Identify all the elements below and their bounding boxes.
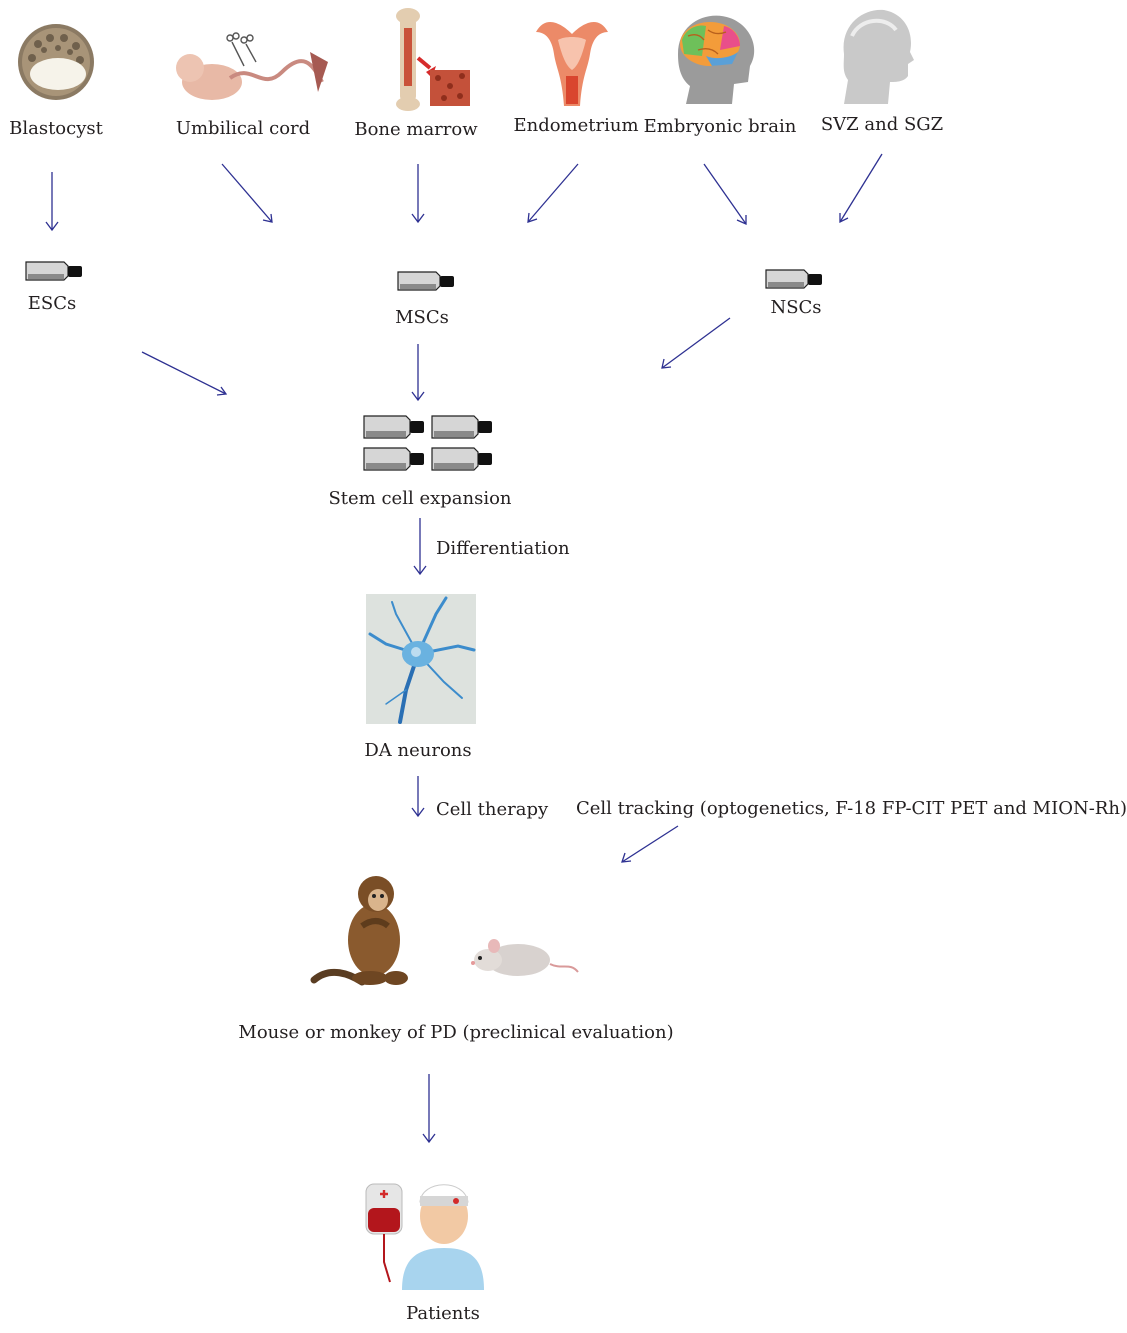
arrow-nscs-to-expansion: [661, 317, 731, 369]
blastocyst-image: [18, 24, 94, 100]
label-da-neurons: DA neurons: [364, 740, 472, 761]
escs-flask-image: [25, 261, 82, 281]
arrow-neurons-to-preclinical: [411, 776, 425, 818]
label-differentiation: Differentiation: [436, 538, 570, 559]
umbilical-cord-image: [176, 32, 328, 100]
bone-marrow-image: [396, 8, 470, 111]
label-blastocyst: Blastocyst: [9, 118, 103, 139]
label-stem-cell-expansion: Stem cell expansion: [328, 488, 512, 509]
label-nscs: NSCs: [770, 297, 822, 318]
arrow-blastocyst-to-escs: [45, 172, 59, 232]
arrow-bone-marrow-to-mscs: [411, 164, 425, 224]
label-embryonic-brain: Embryonic brain: [643, 116, 797, 137]
arrow-embryonic-brain-to-nscs: [703, 163, 747, 226]
arrow-tracking-to-preclinical: [621, 825, 679, 863]
mscs-flask-image: [397, 271, 454, 291]
arrow-umbilical-to-mscs: [221, 163, 273, 223]
label-preclinical-evaluation: Mouse or monkey of PD (preclinical evalu…: [238, 1022, 674, 1043]
arrow-mscs-to-expansion: [411, 344, 425, 402]
head-image: [843, 9, 914, 104]
expansion-flasks-image: [363, 415, 492, 471]
label-mscs: MSCs: [395, 307, 449, 328]
label-svz-sgz: SVZ and SGZ: [820, 114, 944, 135]
label-umbilical-cord: Umbilical cord: [175, 118, 311, 139]
label-patients: Patients: [406, 1303, 480, 1324]
mouse-image: [471, 939, 579, 976]
da-neuron-image: [366, 594, 476, 724]
endometrium-image: [536, 22, 608, 106]
arrow-preclinical-to-patients: [422, 1074, 436, 1144]
arrow-expansion-to-neurons: [413, 518, 427, 576]
nscs-flask-image: [765, 269, 822, 289]
arrow-svz-to-nscs: [839, 153, 883, 224]
arrow-endometrium-to-mscs: [527, 163, 579, 223]
monkey-image: [310, 876, 408, 986]
arrow-escs-to-expansion: [141, 351, 228, 396]
label-endometrium: Endometrium: [513, 115, 639, 136]
patient-image: [365, 1183, 484, 1290]
label-cell-therapy: Cell therapy: [436, 799, 549, 820]
label-cell-tracking: Cell tracking (optogenetics, F-18 FP-CIT…: [576, 798, 1127, 819]
label-escs: ESCs: [27, 293, 77, 314]
embryonic-brain-image: [678, 15, 755, 104]
label-bone-marrow: Bone marrow: [354, 119, 478, 140]
